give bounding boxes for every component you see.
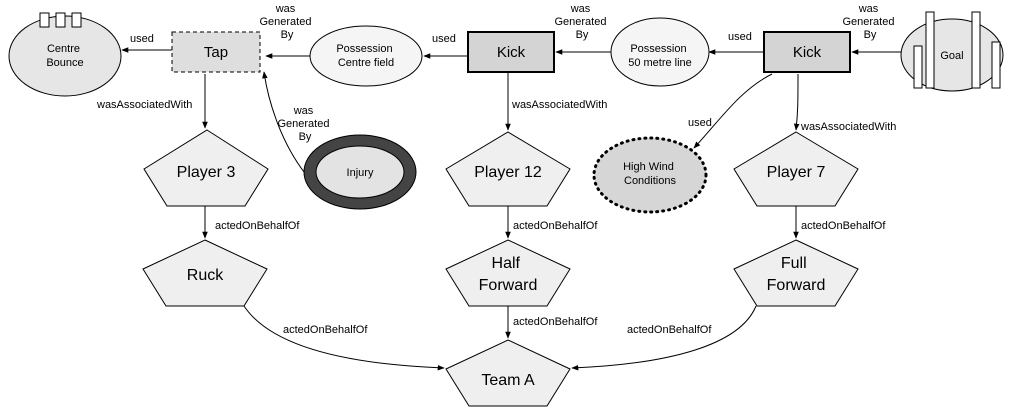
edge-ruck-acted-team-a (243, 305, 445, 371)
node-goal: Goal (900, 11, 1004, 92)
edge-label-generated-by-2: was Generated By (554, 3, 609, 41)
edge-label-generated-by-1: was Generated By (259, 3, 314, 41)
edge-label-acted-4: actedOnBehalfOf (283, 324, 368, 336)
edge-label-acted-2: actedOnBehalfOf (513, 220, 598, 232)
svg-text:Ruck: Ruck (187, 267, 224, 284)
edge-label-acted-5: actedOnBehalfOf (513, 316, 598, 328)
edge-kick2-associated-player7 (793, 73, 800, 131)
svg-text:Possession Centre field: Possession Centre field (336, 43, 395, 69)
node-ruck: Ruck (142, 239, 268, 307)
node-full-forward: Full Forward (733, 239, 859, 307)
edge-kick2-used-high-wind (693, 73, 773, 149)
node-team-a: Team A (445, 339, 571, 407)
node-possession-50-metre-line: Possession 50 metre line (610, 17, 710, 87)
svg-text:Full Forward: Full Forward (767, 255, 826, 294)
node-half-forward: Half Forward (445, 239, 571, 307)
node-injury: Injury (303, 134, 417, 210)
edge-full-forward-acted-team-a (571, 305, 757, 371)
edge-label-used-2: used (432, 33, 456, 45)
edge-label-acted-6: actedOnBehalfOf (627, 324, 712, 336)
svg-text:High Wind Conditions: High Wind Conditions (623, 161, 677, 187)
node-kick-2: Kick (763, 31, 851, 73)
edge-label-associated-3: wasAssociatedWith (800, 121, 896, 133)
node-kick-1: Kick (467, 31, 555, 73)
edge-label-used-3: used (728, 31, 752, 43)
node-tap: Tap (171, 31, 261, 73)
edge-label-acted-3: actedOnBehalfOf (801, 220, 886, 232)
edge-label-used-1: used (130, 33, 154, 45)
edge-label-generated-by-4: was Generated By (277, 105, 332, 143)
svg-text:Team A: Team A (481, 372, 535, 389)
svg-text:Kick: Kick (497, 44, 526, 61)
svg-text:Tap: Tap (204, 44, 228, 61)
edge-label-used-4: used (688, 117, 712, 129)
node-player-12: Player 12 (445, 131, 571, 207)
node-centre-bounce: Centre Bounce (8, 12, 122, 97)
svg-text:Player 12: Player 12 (474, 164, 542, 181)
svg-text:Possession 50 metre line: Possession 50 metre line (628, 43, 692, 69)
edge-label-associated-1: wasAssociatedWith (96, 99, 192, 111)
node-possession-centre-field: Possession Centre field (309, 25, 423, 87)
node-player-3: Player 3 (143, 129, 269, 207)
node-high-wind-conditions: High Wind Conditions (592, 136, 708, 214)
svg-text:Player 3: Player 3 (177, 164, 236, 181)
svg-text:Kick: Kick (793, 44, 822, 61)
svg-text:Centre Bounce: Centre Bounce (46, 43, 83, 69)
edge-injury-generated-by-tap (262, 71, 305, 173)
svg-text:Goal: Goal (940, 50, 963, 62)
svg-text:Half Forward: Half Forward (479, 255, 538, 294)
edge-label-acted-1: actedOnBehalfOf (215, 220, 300, 232)
edge-label-associated-2: wasAssociatedWith (511, 99, 607, 111)
node-player-7: Player 7 (733, 131, 859, 207)
svg-text:Injury: Injury (347, 167, 374, 179)
edge-label-generated-by-3: was Generated By (842, 3, 897, 41)
svg-text:Player 7: Player 7 (767, 164, 826, 181)
